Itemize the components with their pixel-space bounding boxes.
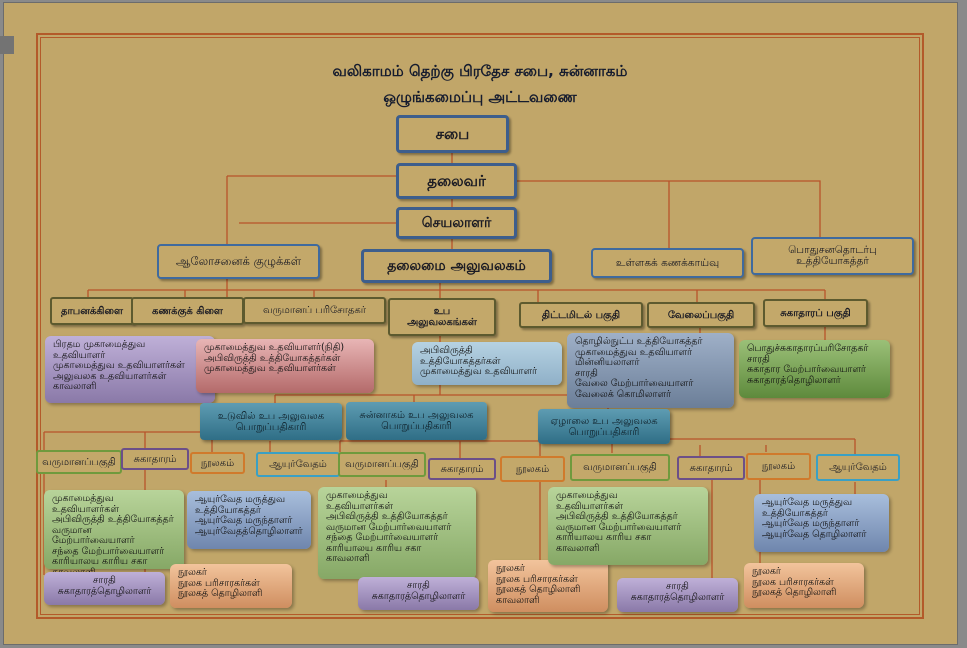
chunnakam-revenue-unit: வருமானப்பகுதி [338, 452, 426, 477]
eralai-library-staff: நூலகர் நூலக பரிசாரகர்கள் நூலகத் தொழிலாளி [744, 563, 864, 608]
accounts-branch-box: கணக்குக் கிளை [131, 297, 244, 325]
chunnakam-health-staff: சாரதி சுகாதாரத்தொழிலாளர் [358, 577, 479, 610]
chunnakam-revenue-staff: முகாமைத்துவ உதவியாளர்கள் அபிவிருத்தி உத்… [318, 487, 476, 579]
uduvil-health-unit: சுகாதாரம் [121, 448, 189, 470]
secretary-box: செயலாளர் [396, 207, 517, 239]
works-staff-note: தொழில்நுட்ப உத்தியோகத்தர் முகாமைத்துவ உத… [567, 333, 734, 408]
eralai-health-staff: சாரதி சுகாதாரத்தொழிலாளர் [617, 578, 738, 612]
accounts-label: கணக்குக் கிளை [152, 305, 223, 317]
diagram-title-line-1: வலிகாமம் தெற்கு பிரதேச சபை, சுன்னாகம் [332, 62, 628, 80]
advisory-label: ஆலோசனைக் குழுக்கள் [175, 254, 302, 268]
sub-offices-label: உப அலுவலகங்கள் [407, 306, 477, 328]
uduvil-library-unit: நூலகம் [190, 452, 245, 474]
sub-offices-box: உப அலுவலகங்கள் [388, 298, 496, 336]
revenue-inspector-label: வருமானப் பரிசோதகர் [262, 305, 367, 316]
establishment-label: தாபனக்கிளை [61, 305, 123, 317]
public-relations-box: பொதுசனதொடர்பு உத்தியோகத்தர் [751, 237, 914, 275]
eralai-revenue-staff: முகாமைத்துவ உதவியாளர்கள் அபிவிருத்தி உத்… [548, 487, 708, 565]
chairman-label: தலைவர் [427, 171, 486, 190]
unit-label: நூலகம் [515, 463, 550, 475]
head-office-box: தலைமை அலுவலகம் [361, 249, 552, 283]
unit-label: நூலகம் [200, 457, 235, 469]
uduvil-health-staff: சாரதி சுகாதாரத்தொழிலாளர் [44, 572, 165, 605]
corner-mark [0, 36, 14, 54]
unit-label: வருமானப்பகுதி [583, 462, 657, 473]
unit-label: சுகாதாரம் [689, 462, 733, 474]
eralai-ayurveda-staff: ஆயுர்வேத மருத்துவ உத்தியோகத்தர் ஆயுர்வேத… [754, 494, 889, 552]
uduvil-ayurveda-unit: ஆயுர்வேதம் [256, 452, 340, 477]
unit-label: வருமானப்பகுதி [42, 456, 116, 468]
revenue-inspector-box: வருமானப் பரிசோதகர் [243, 297, 386, 324]
chunnakam-health-unit: சுகாதாரம் [428, 458, 496, 480]
eralai-health-unit: சுகாதாரம் [677, 456, 745, 480]
uduvil-label: உடுவில் உப அலுவலக பொறுப்பதிகாரி [217, 410, 325, 433]
uduvil-revenue-unit: வருமானப்பகுதி [36, 450, 122, 474]
eralai-sub-office-head: ஏழாலை உப அலுவலக பொறுப்பதிகாரி [538, 409, 670, 444]
sub-offices-staff-note: அபிவிருத்தி உத்தியோகத்தர்கள் முகாமைத்துவ… [412, 342, 562, 385]
internal-audit-label: உள்ளகக் கணக்காய்வு [615, 256, 720, 269]
chairman-box: தலைவர் [396, 163, 517, 199]
eralai-library-unit: நூலகம் [746, 453, 811, 480]
public-relations-label: பொதுசனதொடர்பு உத்தியோகத்தர் [788, 244, 877, 267]
head-office-label: தலைமை அலுவலகம் [387, 257, 526, 274]
health-branch-label: சுகாதாரப் பகுதி [780, 307, 851, 319]
chunnakam-library-staff: நூலகர் நூலக பரிசாரகர்கள் நூலகத் தொழிலாளி… [488, 560, 608, 612]
eralai-ayurveda-unit: ஆயுர்வேதம் [816, 454, 900, 481]
unit-label: ஆயுர்வேதம் [269, 459, 327, 470]
internal-audit-box: உள்ளகக் கணக்காய்வு [591, 248, 744, 278]
establishment-branch-box: தாபனக்கிளை [50, 297, 134, 325]
secretary-label: செயலாளர் [421, 214, 492, 231]
works-label: வேலைப்பகுதி [667, 309, 735, 321]
accounts-staff-note: முகாமைத்துவ உதவியாளர்(நிதி) அபிவிருத்தி … [196, 339, 374, 393]
health-branch-box: சுகாதாரப் பகுதி [763, 299, 868, 327]
uduvil-ayurveda-staff: ஆயுர்வேத மருத்துவ உத்தியோகத்தர் ஆயுர்வேத… [187, 491, 311, 549]
health-staff-note: பொதுச்சுகாதாரப்பரிசோதகர் சாரதி சுகாதார ம… [739, 340, 890, 398]
planning-branch-box: திட்டமிடல் பகுதி [519, 302, 643, 328]
advisory-committees-box: ஆலோசனைக் குழுக்கள் [157, 244, 320, 279]
eralai-revenue-unit: வருமானப்பகுதி [570, 454, 670, 481]
chunnakam-sub-office-head: சுன்னாகம் உப அலுவலக பொறுப்பதிகாரி [346, 402, 487, 440]
chunnakam-label: சுன்னாகம் உப அலுவலக பொறுப்பதிகாரி [359, 410, 474, 432]
diagram-title-line-2: ஒழுங்கமைப்பு அட்டவணை [383, 88, 577, 106]
unit-label: ஆயுர்வேதம் [829, 462, 887, 473]
uduvil-revenue-staff: முகாமைத்துவ உதவியாளர்கள் அபிவிருத்தி உத்… [44, 490, 184, 577]
unit-label: சுகாதாரம் [133, 453, 177, 465]
unit-label: சுகாதாரம் [440, 463, 484, 475]
unit-label: வருமானப்பகுதி [345, 459, 419, 470]
works-branch-box: வேலைப்பகுதி [647, 302, 755, 328]
inner-border [40, 37, 920, 615]
uduvil-sub-office-head: உடுவில் உப அலுவலக பொறுப்பதிகாரி [200, 403, 342, 440]
eralai-label: ஏழாலை உப அலுவலக பொறுப்பதிகாரி [550, 415, 658, 438]
chunnakam-library-unit: நூலகம் [500, 456, 565, 482]
establishment-staff-note: பிரதம முகாமைத்துவ உதவியாளர் முகாமைத்துவ … [45, 336, 215, 403]
uduvil-library-staff: நூலகர் நூலக பரிசாரகர்கள் நூலகத் தொழிலாளி [170, 564, 292, 608]
council-box: சபை [396, 115, 509, 153]
unit-label: நூலகம் [761, 461, 796, 472]
outer-border [36, 33, 924, 619]
planning-label: திட்டமிடல் பகுதி [541, 309, 621, 321]
council-label: சபை [435, 124, 470, 143]
